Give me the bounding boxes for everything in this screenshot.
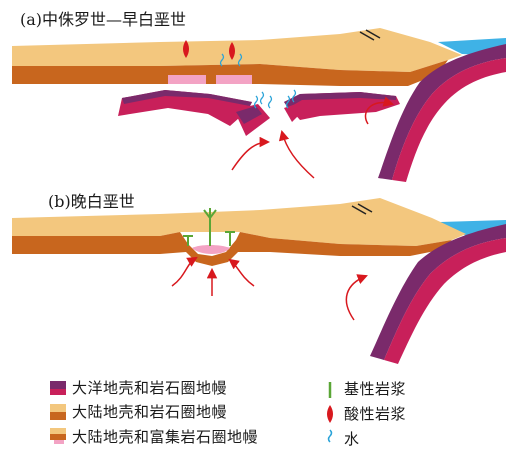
panel-a (12, 28, 506, 182)
legend-continental-label: 大陆地壳和岩石圈地幔 (72, 401, 227, 422)
legend-mafic-label: 基性岩浆 (344, 378, 406, 399)
legend-mafic-text: 基性岩浆 (344, 378, 406, 399)
mantle-flow-arrow-a-2 (282, 132, 314, 178)
legend-swatch-enriched (50, 428, 66, 444)
panel-a-title: (a)中侏罗世—早白垩世 (20, 6, 186, 30)
panel-b (12, 198, 506, 364)
water-icon (329, 430, 332, 442)
mantle-flow-arrow-a-1 (232, 142, 268, 170)
legend-felsic-label: 酸性岩浆 (344, 403, 406, 424)
felsic-magma-icon (327, 405, 333, 423)
legend-swatch-oceanic (50, 381, 66, 395)
enriched-block-1 (168, 75, 206, 84)
legend-oceanic-label: 大洋地壳和岩石圈地幔 (72, 377, 227, 398)
legend-enriched-label: 大陆地壳和富集岩石圈地幔 (72, 426, 258, 447)
legend-oceanic-text: 大洋地壳和岩石圈地幔 (72, 377, 227, 398)
enriched-block-2 (216, 75, 252, 84)
panel-b-title: (b)晚白垩世 (48, 188, 135, 212)
mantle-flow-arrow-b-3 (230, 260, 254, 286)
legend-water-text: 水 (344, 428, 360, 449)
legend-enriched-text: 大陆地壳和富集岩石圈地幔 (72, 426, 258, 447)
legend-felsic-text: 酸性岩浆 (344, 403, 406, 424)
mantle-flow-arrow-b-4 (346, 276, 366, 320)
legend-swatch-continental (50, 404, 66, 420)
legend-continental-text: 大陆地壳和岩石圈地幔 (72, 401, 227, 422)
mantle-flow-arrow-b-1 (172, 258, 196, 286)
legend-water-label: 水 (344, 428, 360, 449)
